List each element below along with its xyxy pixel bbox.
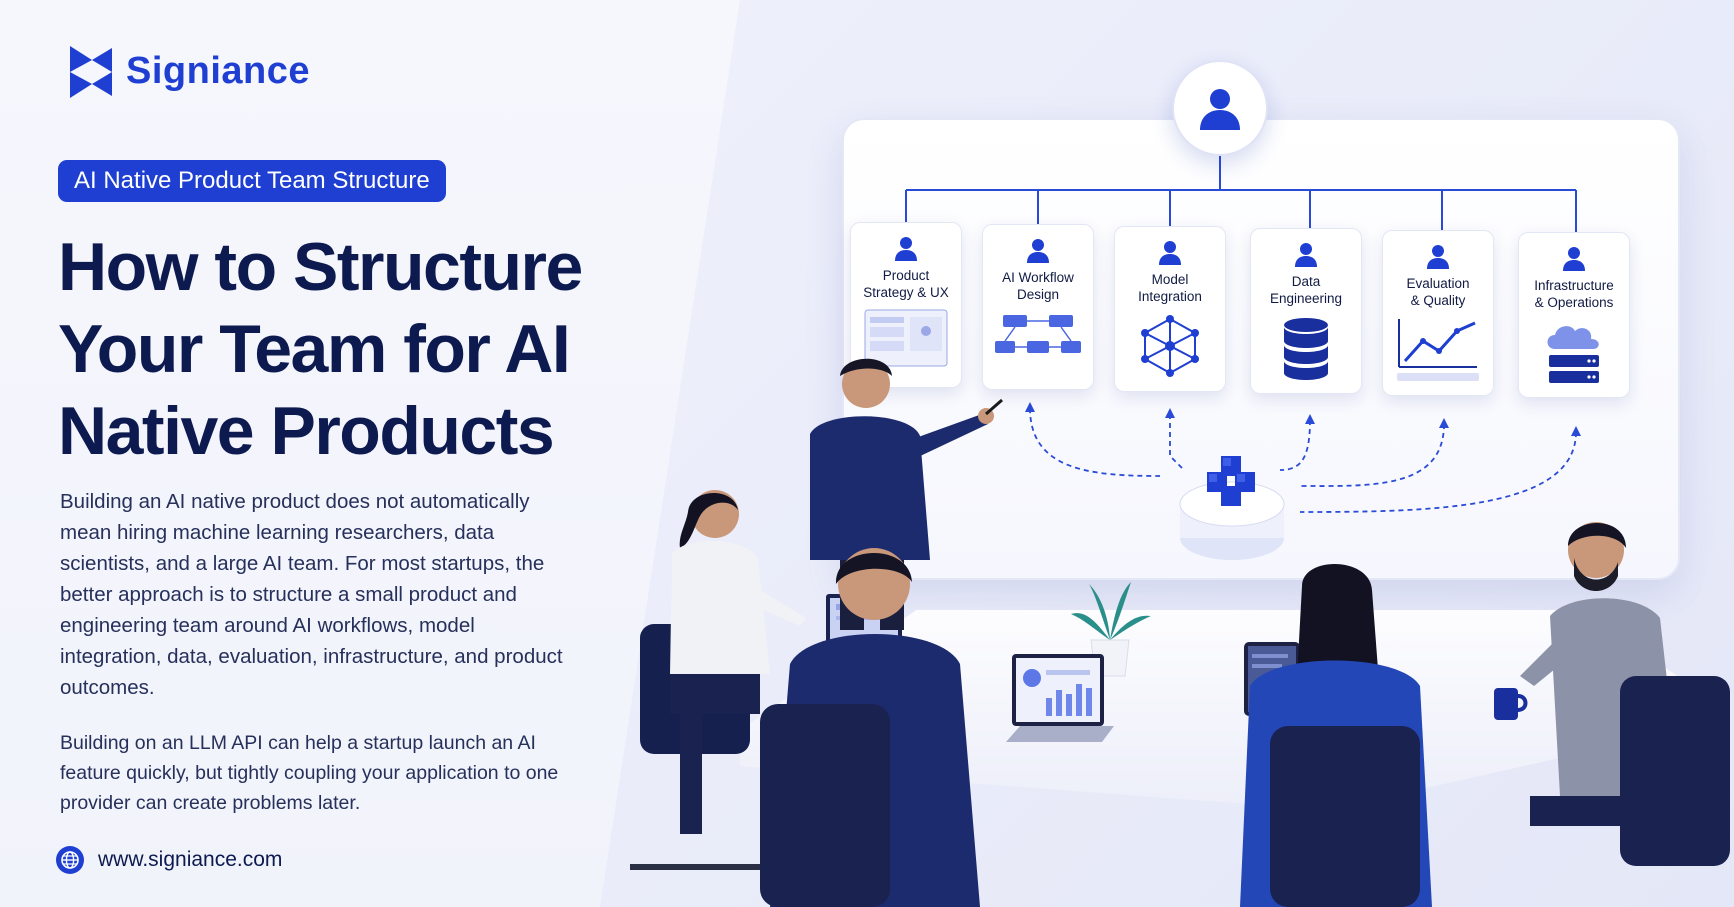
person-icon (1427, 245, 1449, 269)
network-icon (1141, 315, 1199, 377)
title-line-3: Native Products (58, 393, 555, 469)
seated-person-back-right (1240, 563, 1432, 907)
intro-paragraph: Building an AI native product does not a… (60, 490, 563, 699)
mug-icon (1494, 688, 1528, 720)
person-icon (1027, 239, 1049, 263)
brand-name: Signiance (126, 49, 310, 92)
plant-icon (1071, 582, 1151, 677)
role-card-infrastructure-operations: Infrastructure& Operations (1518, 232, 1630, 398)
seated-person-far-right (1520, 522, 1730, 866)
website-link[interactable]: www.signiance.com (56, 846, 282, 874)
person-icon (1200, 89, 1240, 130)
wireframe-icon (864, 309, 948, 367)
signiance-logo-icon (70, 46, 112, 98)
seated-person-back-center (760, 548, 980, 907)
page-title: How to Structure Your Team for AI Native… (58, 226, 698, 472)
role-label: Infrastructure& Operations (1534, 278, 1614, 310)
database-icon (1284, 318, 1328, 380)
brand-logo[interactable]: Signiance (66, 42, 310, 100)
seated-person-left (630, 490, 806, 870)
person-icon (1563, 247, 1585, 271)
title-line-2: Your Team for AI (58, 311, 571, 387)
cloud-server-icon (1547, 326, 1599, 383)
org-chart-connectors (905, 156, 1581, 513)
person-icon (895, 237, 917, 261)
team-lead-node (1172, 60, 1268, 156)
role-card-evaluation-quality: Evaluation& Quality (1382, 230, 1494, 396)
flowchart-icon (995, 315, 1081, 353)
person-icon (1295, 243, 1317, 267)
laptop-icon (1006, 654, 1114, 742)
cubes-icon (1179, 456, 1285, 560)
topic-tag: AI Native Product Team Structure (58, 160, 446, 202)
globe-icon (56, 846, 84, 874)
line-chart-icon (1397, 319, 1479, 381)
title-line-1: How to Structure (58, 229, 583, 305)
website-url: www.signiance.com (98, 848, 283, 871)
person-icon (1159, 241, 1181, 265)
llm-api-paragraph: Building on an LLM API can help a startu… (60, 732, 559, 814)
role-label: Evaluation& Quality (1406, 276, 1470, 308)
